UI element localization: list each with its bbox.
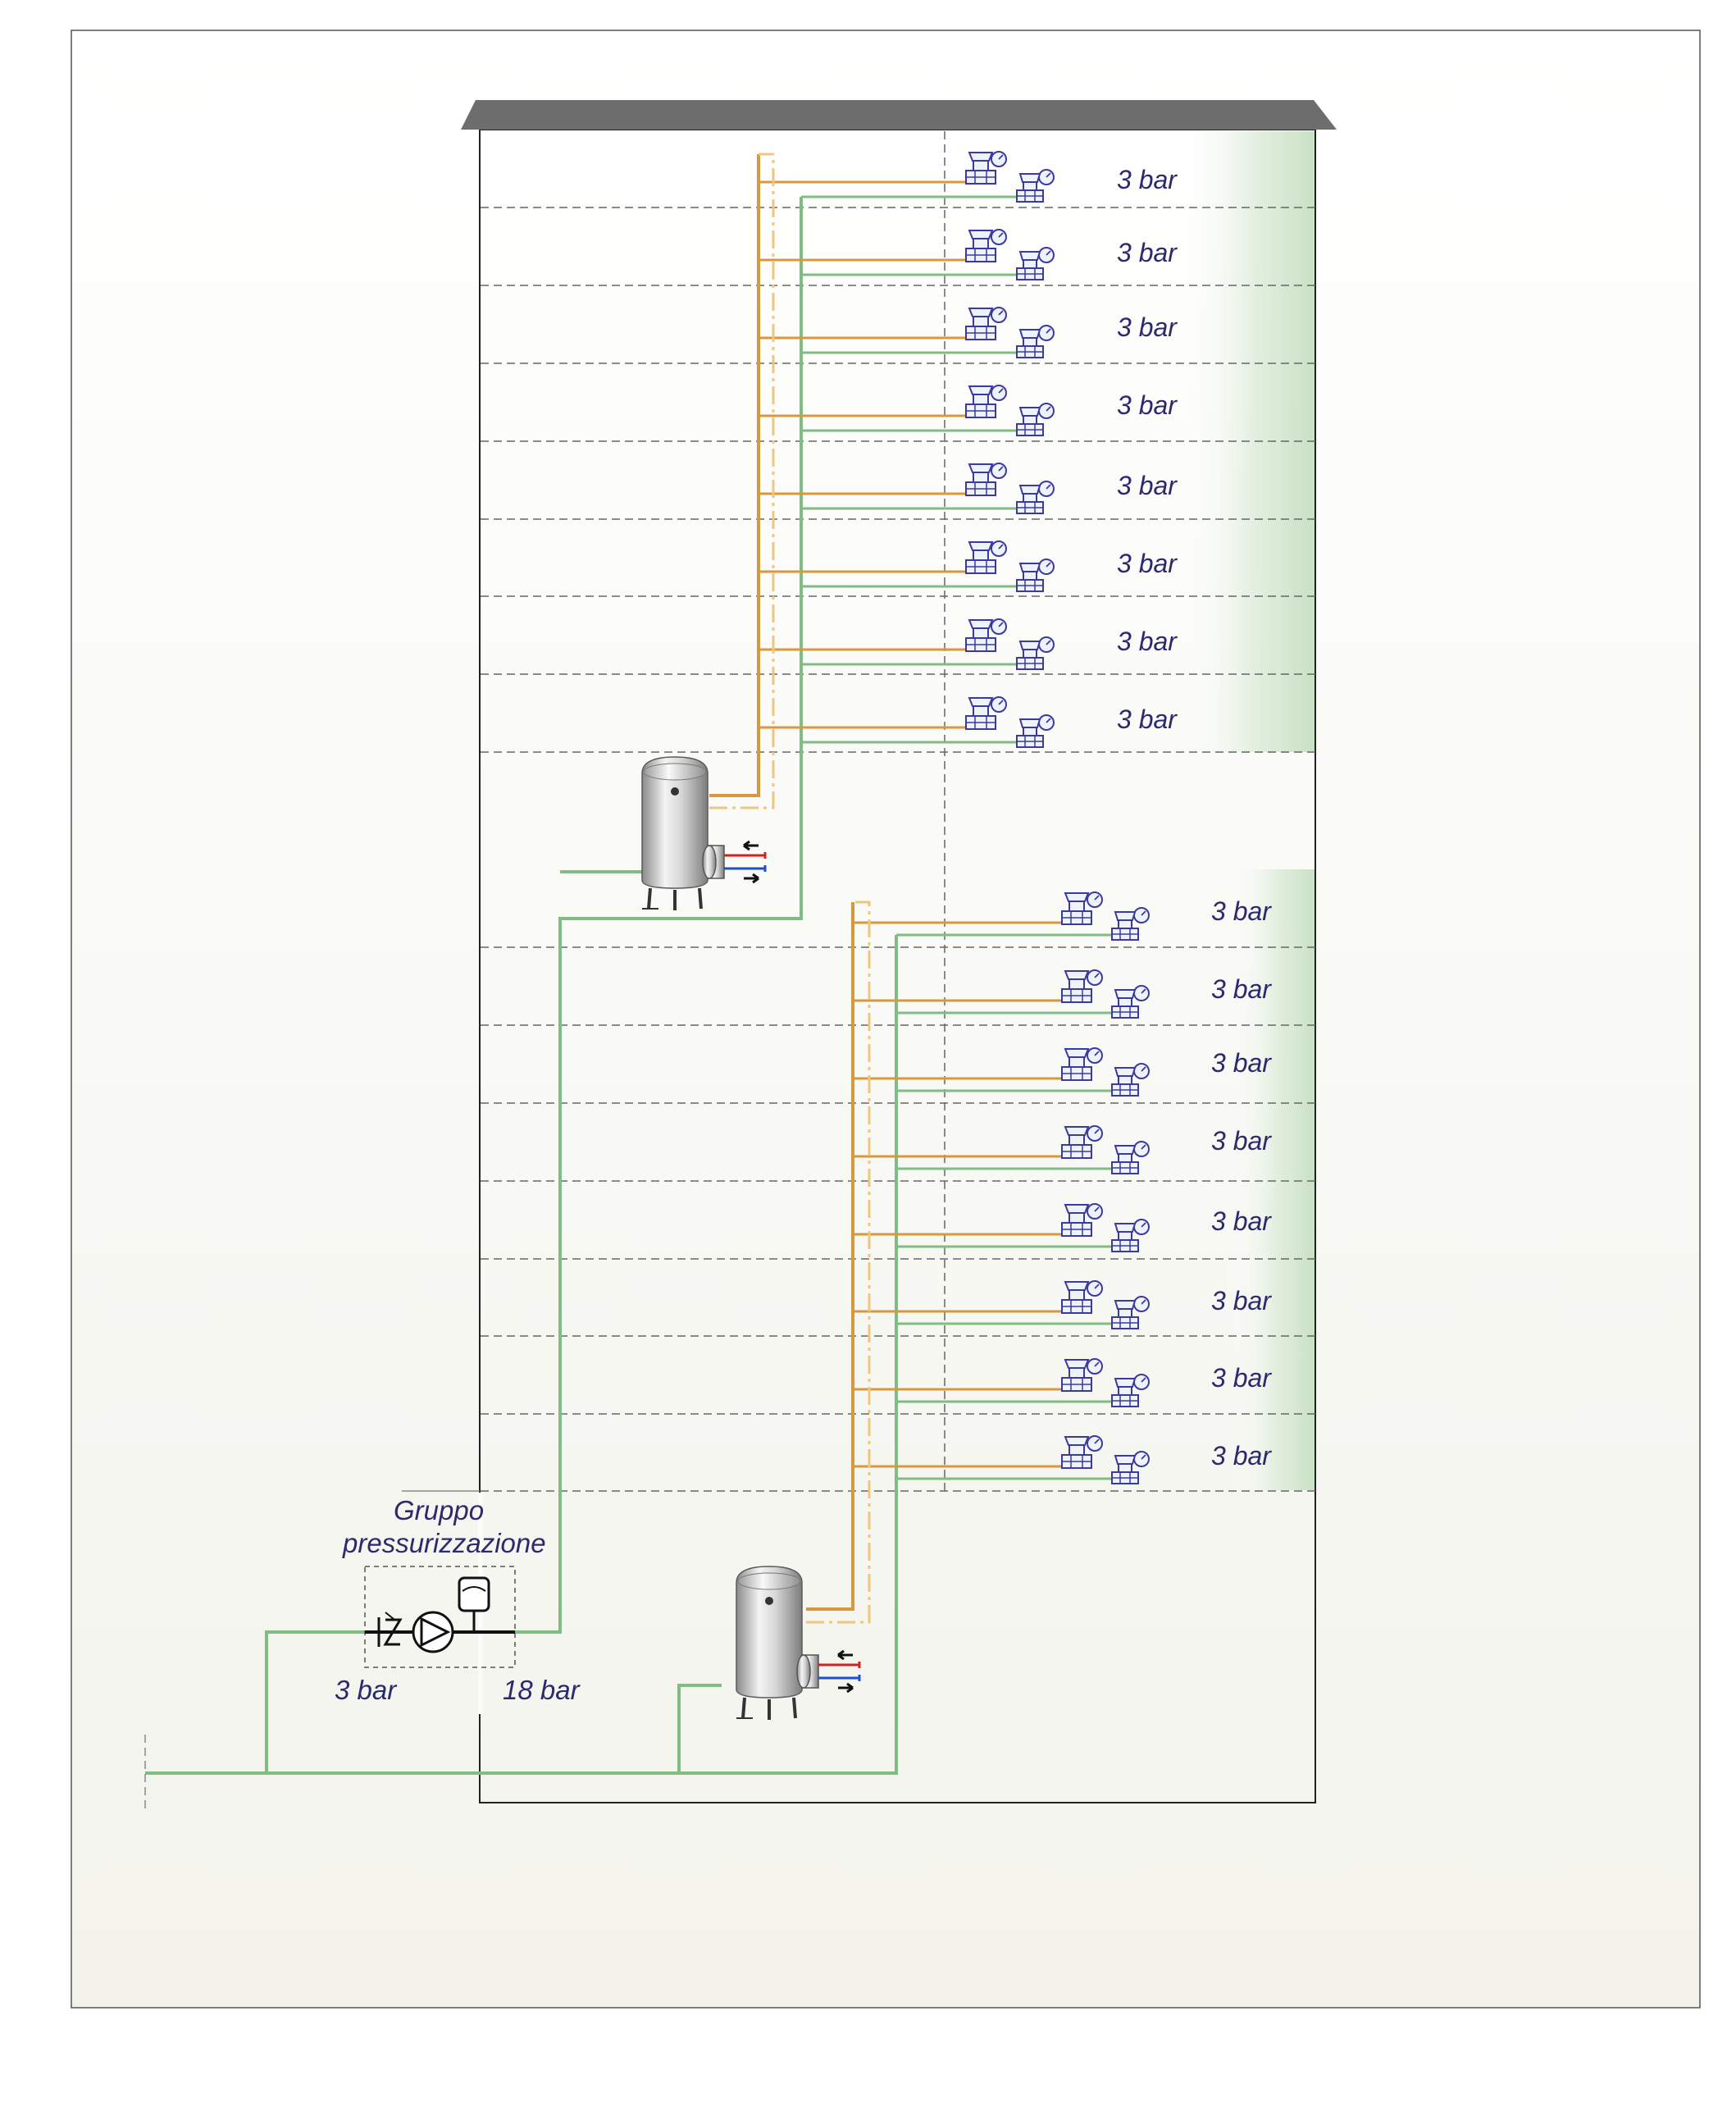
upper-floor-lines — [481, 207, 1315, 753]
expansion-vessel-icon — [458, 1576, 490, 1632]
lower-hot-branches — [853, 921, 1076, 1468]
floor-pressure-label: 3 bar — [1211, 1126, 1272, 1156]
floor-pressure-label: 3 bar — [1117, 471, 1178, 500]
floor-pressure-label: 3 bar — [1117, 165, 1178, 194]
recirculation-lines — [709, 153, 871, 1624]
cold-water-network — [145, 197, 898, 1775]
upper-hot-branches — [759, 180, 980, 729]
upper-pressure-labels: 3 bar 3 bar 3 bar 3 bar 3 bar 3 bar 3 ba… — [1117, 165, 1178, 734]
pump-icon — [412, 1611, 454, 1653]
floor-pressure-label: 3 bar — [1117, 549, 1178, 578]
lower-pressure-labels: 3 bar 3 bar 3 bar 3 bar 3 bar 3 bar 3 ba… — [1211, 896, 1272, 1470]
pressurization-group — [364, 1566, 516, 1668]
pressurization-group-subtitle: pressurizzazione — [342, 1528, 546, 1558]
floor-pressure-label: 3 bar — [1117, 390, 1178, 420]
pressurization-group-title: Gruppo — [394, 1495, 484, 1525]
background-panel — [71, 30, 1701, 2009]
floor-pressure-label: 3 bar — [1117, 704, 1178, 734]
floor-pressure-label: 3 bar — [1211, 1441, 1272, 1470]
lower-hot-water-riser — [806, 902, 854, 1611]
floor-pressure-label: 3 bar — [1211, 1286, 1272, 1315]
floor-pressure-label: 3 bar — [1211, 896, 1272, 926]
pressurization-group-box — [364, 1566, 516, 1668]
floor-pressure-label: 3 bar — [1117, 238, 1178, 267]
lower-floor-lines — [481, 946, 1315, 1492]
check-valve-icon — [377, 1612, 403, 1647]
inlet-pressure-label: 3 bar — [335, 1675, 398, 1705]
floor-pressure-label: 3 bar — [1211, 974, 1272, 1004]
lower-cold-branches — [896, 933, 1127, 1480]
floor-pressure-label: 3 bar — [1117, 312, 1178, 342]
floor-pressure-label: 3 bar — [1211, 1363, 1272, 1393]
outlet-pressure-label: 18 bar — [503, 1675, 581, 1705]
upper-cold-branches — [801, 195, 1032, 744]
floor-pressure-label: 3 bar — [1211, 1048, 1272, 1078]
upper-hot-water-riser — [709, 154, 760, 797]
lower-zone-shading — [1230, 869, 1315, 1490]
floor-pressure-label: 3 bar — [1117, 627, 1178, 656]
floor-pressure-label: 3 bar — [1211, 1206, 1272, 1236]
building-roof — [461, 100, 1337, 130]
